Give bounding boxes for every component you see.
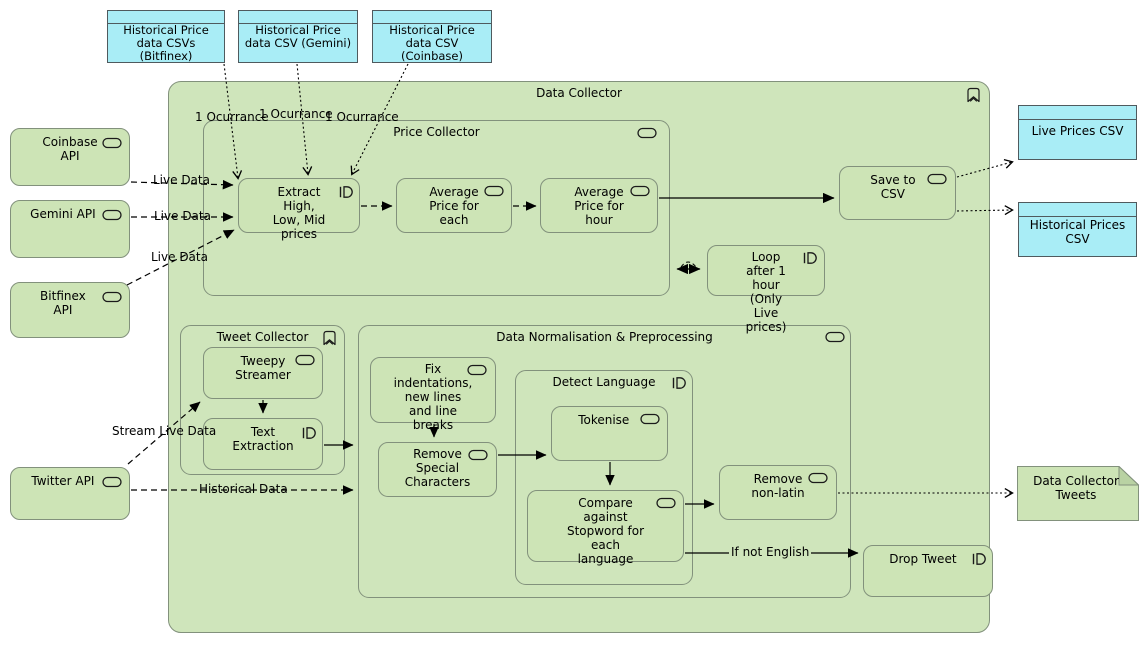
container-title: Price Collector	[393, 125, 480, 139]
node-label: Average Price for each	[429, 185, 479, 227]
artifact-live-prices-csv[interactable]: Live Prices CSV	[1018, 105, 1137, 160]
application-service-icon	[637, 127, 657, 142]
edge-label-occurrence-3: 1 Ocurrance	[325, 110, 399, 124]
node-label: Average Price for hour	[574, 185, 624, 227]
artifact-label: Live Prices CSV	[1031, 124, 1124, 138]
note-data-collector-tweets[interactable]: Data Collector Tweets	[1017, 465, 1140, 521]
node-label: Loop after 1 hour (Only Live prices)	[745, 250, 787, 334]
artifact-label: Historical Price data CSV (Gemini)	[244, 23, 352, 50]
folded-corner-icon	[1118, 465, 1140, 486]
application-service-icon	[484, 185, 504, 200]
application-service-icon	[640, 413, 660, 428]
application-service-icon	[102, 476, 122, 491]
node-label: Drop Tweet	[889, 552, 957, 566]
edge-label-occurrence-2: 1 Ocurrance	[259, 107, 333, 121]
node-label: Text Extraction	[232, 425, 294, 453]
edge-label-if-not-english: If not English	[729, 545, 812, 559]
application-interaction-icon	[337, 185, 354, 202]
artifact-historical-prices-csv[interactable]: Historical Prices CSV	[1018, 202, 1137, 257]
artifact-band	[239, 11, 357, 24]
node-bitfinex-api[interactable]: Bitfinex API	[10, 282, 130, 338]
edge-label-live-data-1: Live Data	[153, 173, 210, 187]
artifact-historical-price-gemini[interactable]: Historical Price data CSV (Gemini)	[238, 10, 358, 63]
node-coinbase-api[interactable]: Coinbase API	[10, 128, 130, 186]
node-extract-prices[interactable]: Extract High, Low, Mid prices	[238, 178, 360, 241]
application-service-icon	[467, 364, 487, 379]
container-title: Tweet Collector	[216, 330, 309, 344]
node-gemini-api[interactable]: Gemini API	[10, 200, 130, 258]
container-title: Data Normalisation & Preprocessing	[496, 330, 713, 344]
bookmark-icon	[322, 329, 337, 349]
node-label: Coinbase API	[42, 135, 98, 163]
application-service-icon	[468, 449, 488, 464]
node-label: Tweepy Streamer	[235, 354, 291, 382]
application-interaction-icon	[970, 552, 987, 569]
note-label: Data Collector Tweets	[1033, 474, 1119, 502]
edge-label-live-data-2: Live Data	[154, 209, 211, 223]
application-interaction-icon	[801, 251, 818, 268]
node-label: Twitter API	[31, 474, 95, 488]
application-interaction-icon	[670, 376, 687, 393]
application-service-icon	[656, 497, 676, 512]
node-tweepy-streamer[interactable]: Tweepy Streamer	[203, 347, 323, 399]
edge-label-stream-live-data: Stream Live Data	[112, 424, 217, 438]
node-label: Tokenise	[578, 413, 630, 427]
node-label: Extract High, Low, Mid prices	[272, 185, 326, 241]
application-service-icon	[102, 137, 122, 152]
node-remove-special-characters[interactable]: Remove Special Characters	[378, 442, 497, 497]
node-average-price-hour[interactable]: Average Price for hour	[540, 178, 658, 233]
node-remove-non-latin[interactable]: Remove non-latin	[719, 465, 837, 520]
application-service-icon	[102, 291, 122, 306]
node-save-to-csv[interactable]: Save to CSV	[839, 166, 956, 220]
application-service-icon	[102, 209, 122, 224]
node-label: Compare against Stopword for each langua…	[566, 496, 645, 566]
node-label: Save to CSV	[870, 173, 916, 201]
node-label: Gemini API	[30, 207, 96, 221]
artifact-historical-price-bitfinex[interactable]: Historical Price data CSVs (Bitfinex)	[107, 10, 225, 63]
artifact-band	[1019, 106, 1136, 120]
artifact-band	[1019, 203, 1136, 217]
application-service-icon	[295, 354, 315, 369]
note-body	[1017, 466, 1139, 521]
edge-label-occurrence-1: 1 Ocurrance	[195, 110, 269, 124]
node-label: Remove non-latin	[751, 472, 805, 500]
node-fix-indentations[interactable]: Fix indentations, new lines and line bre…	[370, 357, 496, 432]
node-label: Fix indentations, new lines and line bre…	[393, 362, 473, 432]
node-text-extraction[interactable]: Text Extraction	[203, 418, 323, 470]
artifact-label: Historical Prices CSV	[1029, 218, 1126, 246]
node-compare-stopword[interactable]: Compare against Stopword for each langua…	[527, 490, 684, 566]
node-loop-after-hour[interactable]: Loop after 1 hour (Only Live prices)	[707, 245, 825, 334]
application-interaction-icon	[300, 426, 317, 443]
container-title: Data Collector	[536, 86, 622, 100]
node-label: Remove Special Characters	[404, 447, 471, 489]
artifact-label: Historical Price data CSV (Coinbase)	[389, 23, 475, 63]
node-drop-tweet[interactable]: Drop Tweet	[863, 545, 993, 597]
artifact-historical-price-coinbase[interactable]: Historical Price data CSV (Coinbase)	[372, 10, 492, 63]
artifact-band	[373, 11, 491, 24]
edge-label-live-data-3: Live Data	[151, 250, 208, 264]
bookmark-icon	[966, 86, 981, 106]
edge-label-historical-data: Historical Data	[199, 482, 288, 496]
artifact-label: Historical Price data CSVs (Bitfinex)	[123, 23, 209, 63]
application-service-icon	[927, 173, 947, 188]
container-title: Detect Language	[552, 375, 656, 389]
node-label: Bitfinex API	[40, 289, 86, 317]
application-service-icon	[630, 185, 650, 200]
node-tokenise[interactable]: Tokenise	[551, 406, 668, 461]
node-average-price-each[interactable]: Average Price for each	[396, 178, 512, 233]
artifact-band	[108, 11, 224, 24]
node-twitter-api[interactable]: Twitter API	[10, 467, 130, 520]
application-service-icon	[825, 331, 845, 346]
application-service-icon	[808, 472, 828, 487]
